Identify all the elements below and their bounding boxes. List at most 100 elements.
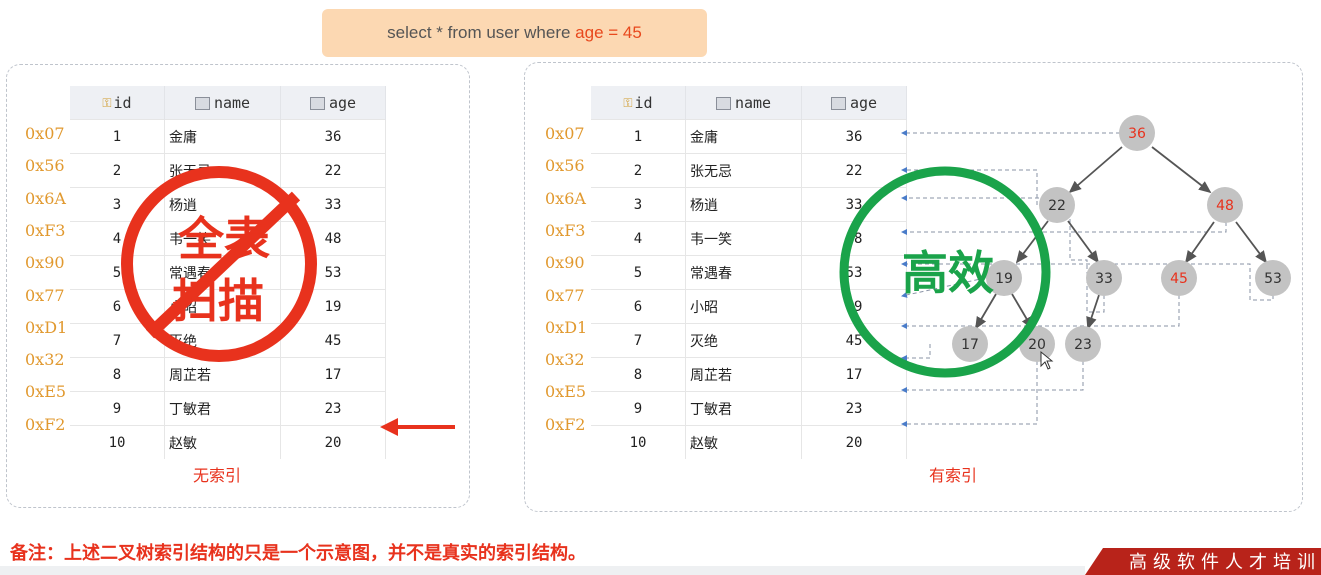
efficient-stamp: 高效 bbox=[839, 166, 1051, 378]
cell-id: 2 bbox=[591, 153, 686, 188]
tree-node-label: 17 bbox=[961, 337, 979, 353]
row-address: 0xE5 bbox=[25, 382, 67, 402]
row-address: 0x90 bbox=[545, 253, 585, 273]
tree-node-19 bbox=[986, 260, 1022, 296]
stamp-text-line1: 全表 bbox=[177, 212, 270, 266]
row-address: 0x32 bbox=[545, 350, 585, 370]
tree-node-label: 45 bbox=[1170, 271, 1188, 287]
cell-id: 4 bbox=[591, 221, 686, 256]
no-index-panel bbox=[6, 64, 470, 508]
row-address: 0xF3 bbox=[25, 220, 66, 240]
row-address: 0xD1 bbox=[545, 317, 588, 337]
tree-node-17 bbox=[952, 326, 988, 362]
cell-id: 9 bbox=[70, 391, 165, 426]
cell-id: 5 bbox=[70, 255, 165, 290]
col-name-header: name bbox=[164, 86, 281, 120]
cell-name: 赵敏 bbox=[685, 425, 802, 459]
efficient-stamp-text: 高效 bbox=[902, 246, 994, 300]
tree-node-53 bbox=[1255, 260, 1291, 296]
tree-node-33 bbox=[1086, 260, 1122, 296]
tree-node-45 bbox=[1161, 260, 1197, 296]
cell-age: 17 bbox=[801, 357, 907, 392]
cell-age: 23 bbox=[801, 391, 907, 426]
sql-query-text: select * from user where bbox=[387, 23, 576, 42]
tree-node-label: 20 bbox=[1028, 337, 1046, 353]
cell-age: 36 bbox=[801, 119, 907, 154]
tree-node-48 bbox=[1207, 187, 1243, 223]
tree-node-label: 19 bbox=[995, 271, 1013, 287]
tree-node-label: 36 bbox=[1128, 126, 1146, 142]
footnote: 备注：上述二叉树索引结构的只是一个示意图，并不是真实的索引结构。 bbox=[10, 543, 586, 564]
cell-name: 常遇春 bbox=[685, 255, 802, 290]
cell-name: 赵敏 bbox=[164, 425, 281, 459]
row-address: 0xE5 bbox=[545, 382, 587, 402]
row-address: 0x6A bbox=[25, 188, 66, 208]
col-id-header: ⚿id bbox=[70, 86, 165, 120]
cell-id: 3 bbox=[591, 187, 686, 222]
row-address: 0x56 bbox=[25, 156, 65, 176]
brand-banner: 高级软件人才培训 bbox=[1085, 548, 1321, 575]
cell-name: 韦一笑 bbox=[685, 221, 802, 256]
cell-age: 53 bbox=[280, 255, 386, 290]
tree-edges bbox=[975, 146, 1268, 330]
with-index-caption: 有索引 bbox=[929, 466, 978, 485]
cell-name: 杨逍 bbox=[685, 187, 802, 222]
primary-key-icon: ⚿ bbox=[102, 95, 112, 110]
cell-name: 周芷若 bbox=[164, 357, 281, 392]
cell-id: 5 bbox=[591, 255, 686, 290]
cell-id: 1 bbox=[591, 119, 686, 154]
cell-age: 53 bbox=[801, 255, 907, 290]
tree-node-label: 48 bbox=[1216, 198, 1234, 214]
col-name-header: name bbox=[685, 86, 802, 120]
column-icon bbox=[194, 96, 210, 110]
cell-name: 灭绝 bbox=[685, 323, 802, 358]
col-age-header: age bbox=[280, 86, 386, 120]
column-icon bbox=[830, 96, 846, 110]
tree-node-label: 53 bbox=[1264, 271, 1282, 287]
tree-node-label: 33 bbox=[1095, 271, 1113, 287]
cell-id: 2 bbox=[70, 153, 165, 188]
row-address: 0xF3 bbox=[545, 220, 586, 240]
cell-age: 22 bbox=[280, 153, 386, 188]
cell-age: 20 bbox=[801, 425, 907, 459]
tree-node-label: 23 bbox=[1074, 337, 1092, 353]
cell-id: 8 bbox=[70, 357, 165, 392]
full-scan-stamp: 全表 扫描 bbox=[121, 166, 317, 362]
cell-name: 丁敏君 bbox=[164, 391, 281, 426]
sql-query-condition: age = 45 bbox=[575, 23, 642, 42]
tree-node-36 bbox=[1119, 115, 1155, 151]
col-id-header: ⚿id bbox=[591, 86, 686, 120]
tree-node-22 bbox=[1039, 187, 1075, 223]
row-address: 0x6A bbox=[545, 188, 586, 208]
cell-name: 丁敏君 bbox=[685, 391, 802, 426]
cell-name: 张无忌 bbox=[685, 153, 802, 188]
cell-id: 7 bbox=[591, 323, 686, 358]
cell-id: 8 bbox=[591, 357, 686, 392]
cell-name: 杨逍 bbox=[164, 187, 281, 222]
row-address: 0xF2 bbox=[545, 414, 586, 434]
cell-age: 36 bbox=[280, 119, 386, 154]
cell-id: 10 bbox=[591, 425, 686, 459]
column-icon bbox=[309, 96, 325, 110]
row-address: 0x07 bbox=[545, 124, 585, 143]
cell-age: 20 bbox=[280, 425, 386, 459]
row-address: 0x56 bbox=[545, 156, 585, 176]
row-address: 0xF2 bbox=[25, 414, 66, 434]
row-address: 0x07 bbox=[25, 124, 65, 143]
mouse-cursor-icon bbox=[1040, 350, 1054, 370]
bottom-bar bbox=[0, 566, 1085, 575]
